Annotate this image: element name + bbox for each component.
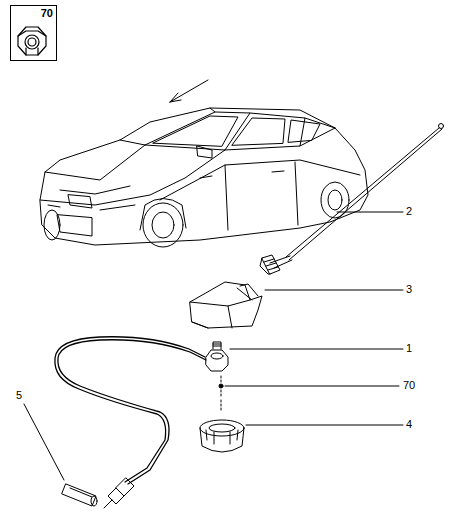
callout-number: 1 [406,343,412,354]
callout-number: 3 [406,284,412,295]
callout-number: 2 [406,206,412,217]
mounting-clip [200,420,244,452]
car-illustration [40,108,368,247]
antenna-cable [55,337,206,484]
antenna-rod [260,124,444,275]
callout-number: 70 [403,380,415,391]
antenna-nut [206,342,228,371]
small-fastener [219,376,223,412]
leader-lines [24,212,403,480]
location-pointer [170,80,208,102]
callout-number: 5 [16,390,22,401]
cable-plug [104,478,134,508]
base-cover [190,282,262,328]
part-number: 70 [41,7,53,19]
cable-sleeve [62,484,97,506]
nut-icon [18,27,46,55]
part-reference-box: 70 [10,5,57,61]
callout-number: 4 [406,419,412,430]
